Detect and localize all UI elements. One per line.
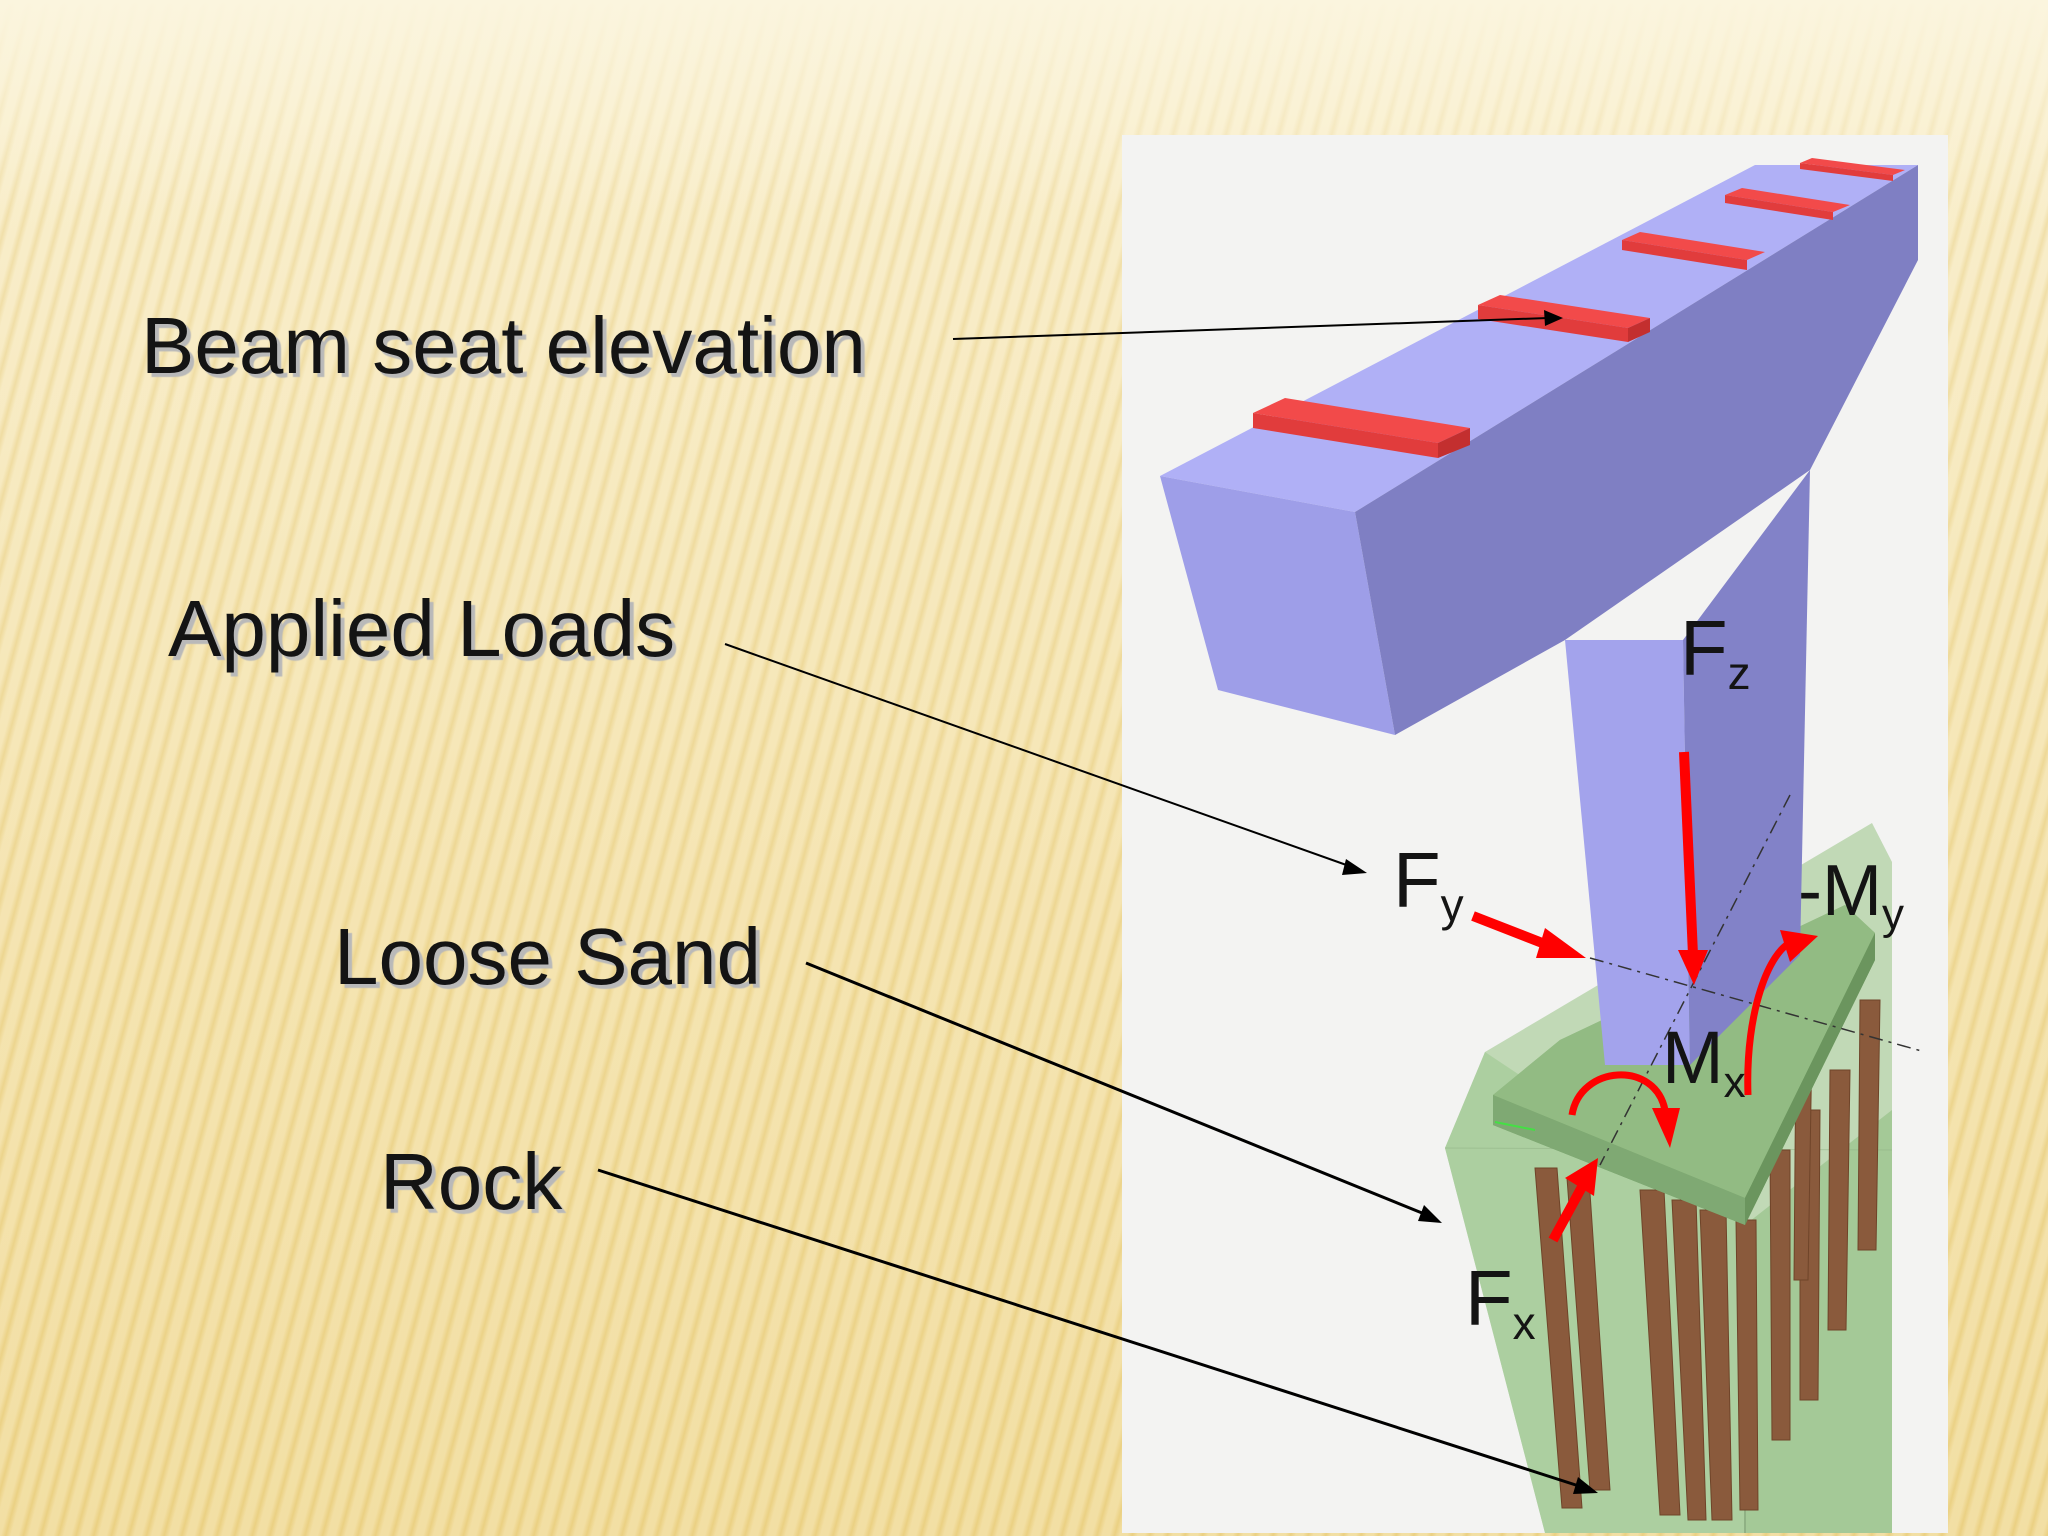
applied-loads-leader [724, 643, 1367, 875]
fx-arrow [1548, 1158, 1598, 1243]
fy-label: Fy [1393, 836, 1464, 931]
beam-seats [1253, 158, 1905, 458]
leader-lines [597, 310, 1598, 1494]
beam-seat-leader [952, 310, 1563, 340]
my-moment-arrow [1744, 930, 1818, 1096]
rock-leader [597, 1168, 1598, 1494]
rock-label: Rock [380, 1137, 563, 1226]
mx-moment-arrow [1568, 1071, 1680, 1148]
fx-label: Fx [1465, 1254, 1536, 1349]
fy-arrow [1471, 911, 1586, 958]
load-arrows [1471, 751, 1818, 1243]
applied-loads-label: Applied Loads [168, 584, 676, 673]
loose-sand-leader [805, 961, 1442, 1223]
fz-arrow [1678, 751, 1708, 985]
fz-label: Fz [1680, 604, 1751, 699]
mx-label: Mx [1662, 1016, 1746, 1107]
beam-seat-elevation-label: Beam seat elevation [141, 301, 866, 390]
my-label: -My [1798, 851, 1904, 939]
column [1565, 470, 1810, 1065]
loose-sand-label: Loose Sand [334, 912, 762, 1001]
